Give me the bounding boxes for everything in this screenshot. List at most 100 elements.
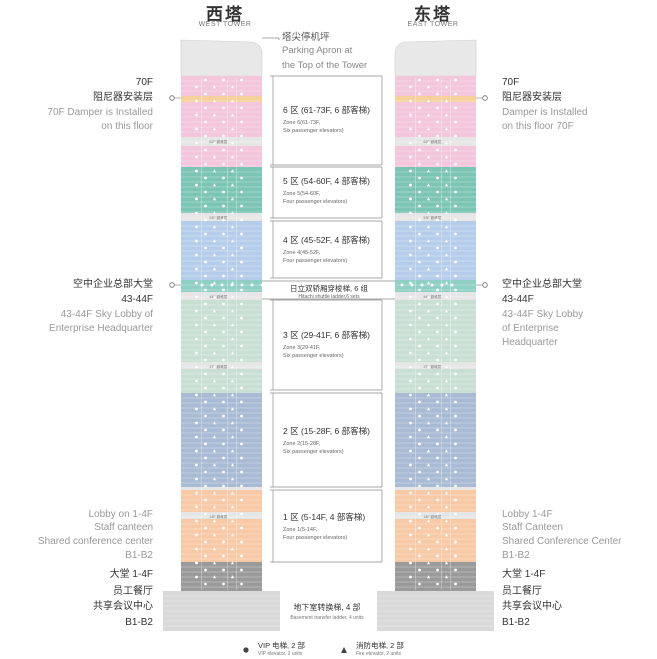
elevator-dot xyxy=(409,533,412,537)
fire-elevator-mark xyxy=(426,491,431,495)
elevator-dot xyxy=(240,302,243,306)
elevator-dot xyxy=(418,218,421,222)
elevator-dot xyxy=(454,400,457,404)
fire-elevator-mark xyxy=(426,519,431,523)
elevator-dot xyxy=(454,288,457,292)
elevator-dot xyxy=(454,148,457,152)
zone-4-en-2: Four passenger elevators) xyxy=(283,258,348,264)
elevator-dot xyxy=(418,400,421,404)
fire-elevator-mark xyxy=(444,113,449,117)
elevator-dot xyxy=(436,176,439,180)
fire-elevator-mark xyxy=(426,365,431,369)
elevator-dot xyxy=(454,498,457,502)
elevator-dot xyxy=(204,512,207,516)
fire-elevator-mark xyxy=(212,211,217,215)
zone-2-label: 2 区 (15-28F, 6 部客梯) Zone 2(15-28F, Six p… xyxy=(283,425,370,456)
elevator-dot xyxy=(222,302,225,306)
elevator-dot xyxy=(436,470,439,474)
elevator-dot xyxy=(195,351,198,355)
elevator-dot xyxy=(204,344,207,348)
fire-elevator-mark xyxy=(230,197,235,201)
elevator-dot xyxy=(195,211,198,215)
elevator-dot xyxy=(454,372,457,376)
fire-elevator-mark xyxy=(426,575,431,579)
refuge-floor-14 xyxy=(181,512,262,519)
elevator-dot xyxy=(195,309,198,313)
zone-2-band xyxy=(181,393,262,487)
elevator-dot xyxy=(204,414,207,418)
elevator-dot xyxy=(204,274,207,278)
west-damper-en-1: 70F Damper is Installed xyxy=(47,107,153,118)
zone-6-label: 6 区 (61-73F, 6 部客梯) Zone 6(61-73F, Six p… xyxy=(283,104,370,135)
fire-elevator-mark xyxy=(444,421,449,425)
zone-4-en-1: Zone 4(45-52F, xyxy=(283,250,321,256)
fire-elevator-mark xyxy=(444,351,449,355)
east-damper-floor: 70F xyxy=(502,77,520,88)
elevator-dot xyxy=(204,120,207,124)
fire-elevator-mark xyxy=(212,435,217,439)
fire-elevator-mark xyxy=(230,113,235,117)
fire-elevator-mark xyxy=(230,435,235,439)
elevator-dot xyxy=(409,141,412,145)
east-lobby-en-3: Shared Conference Center xyxy=(502,536,622,547)
elevator-dot xyxy=(222,274,225,278)
fire-elevator-mark xyxy=(212,239,217,243)
shuttle-car-dot xyxy=(250,283,254,287)
legend-fire-en: Fire elevator, 2 units xyxy=(356,651,402,657)
refuge-floor-44 xyxy=(395,292,476,300)
fire-elevator-mark xyxy=(444,379,449,383)
zone-5-en-2: Four passenger elevators) xyxy=(283,199,348,205)
fire-elevator-mark xyxy=(212,547,217,551)
fire-elevator-mark xyxy=(230,295,235,299)
elevator-dot xyxy=(240,204,243,208)
elevator-dot xyxy=(436,218,439,222)
elevator-dot xyxy=(240,358,243,362)
elevator-dot xyxy=(436,400,439,404)
elevator-dot xyxy=(436,526,439,530)
fire-elevator-mark xyxy=(212,351,217,355)
elevator-dot xyxy=(240,442,243,446)
fire-elevator-mark xyxy=(230,155,235,159)
fire-elevator-mark xyxy=(426,197,431,201)
elevator-dot xyxy=(195,183,198,187)
elevator-dot xyxy=(418,106,421,110)
elevator-dot xyxy=(204,204,207,208)
elevator-dot xyxy=(436,582,439,586)
elevator-dot xyxy=(240,120,243,124)
elevator-dot xyxy=(454,120,457,124)
fire-elevator-mark xyxy=(444,491,449,495)
elevator-dot xyxy=(409,421,412,425)
zone-6-band xyxy=(395,102,476,137)
zone-4-cn: 4 区 (45-52F, 4 部客梯) xyxy=(283,235,370,245)
elevator-dot xyxy=(454,414,457,418)
elevator-dot xyxy=(240,512,243,516)
elevator-dot xyxy=(418,148,421,152)
fire-elevator-mark xyxy=(230,449,235,453)
fire-elevator-mark xyxy=(444,365,449,369)
refuge-label: 37F 避难层 xyxy=(209,364,227,369)
elevator-dot xyxy=(240,162,243,166)
elevator-dot xyxy=(204,218,207,222)
fire-elevator-mark xyxy=(426,477,431,481)
elevator-dot xyxy=(409,225,412,229)
elevator-dot xyxy=(409,477,412,481)
elevator-dot xyxy=(436,372,439,376)
basement-cn: 地下室转换梯, 4 部 xyxy=(293,603,361,612)
fire-elevator-mark xyxy=(230,351,235,355)
fire-elevator-mark xyxy=(426,99,431,103)
elevator-dot xyxy=(195,561,198,565)
elevator-dot xyxy=(436,148,439,152)
zone-2-cn: 2 区 (15-28F, 6 部客梯) xyxy=(283,426,370,436)
fire-elevator-mark xyxy=(230,99,235,103)
fire-elevator-mark xyxy=(444,337,449,341)
fire-elevator-mark xyxy=(444,225,449,229)
elevator-dot xyxy=(418,554,421,558)
elevator-dot xyxy=(222,218,225,222)
elevator-dot xyxy=(195,239,198,243)
elevator-dot xyxy=(195,477,198,481)
elevator-dot xyxy=(418,414,421,418)
fire-elevator-mark xyxy=(212,519,217,523)
elevator-dot xyxy=(222,246,225,250)
elevator-dot xyxy=(204,232,207,236)
elevator-dot xyxy=(454,428,457,432)
